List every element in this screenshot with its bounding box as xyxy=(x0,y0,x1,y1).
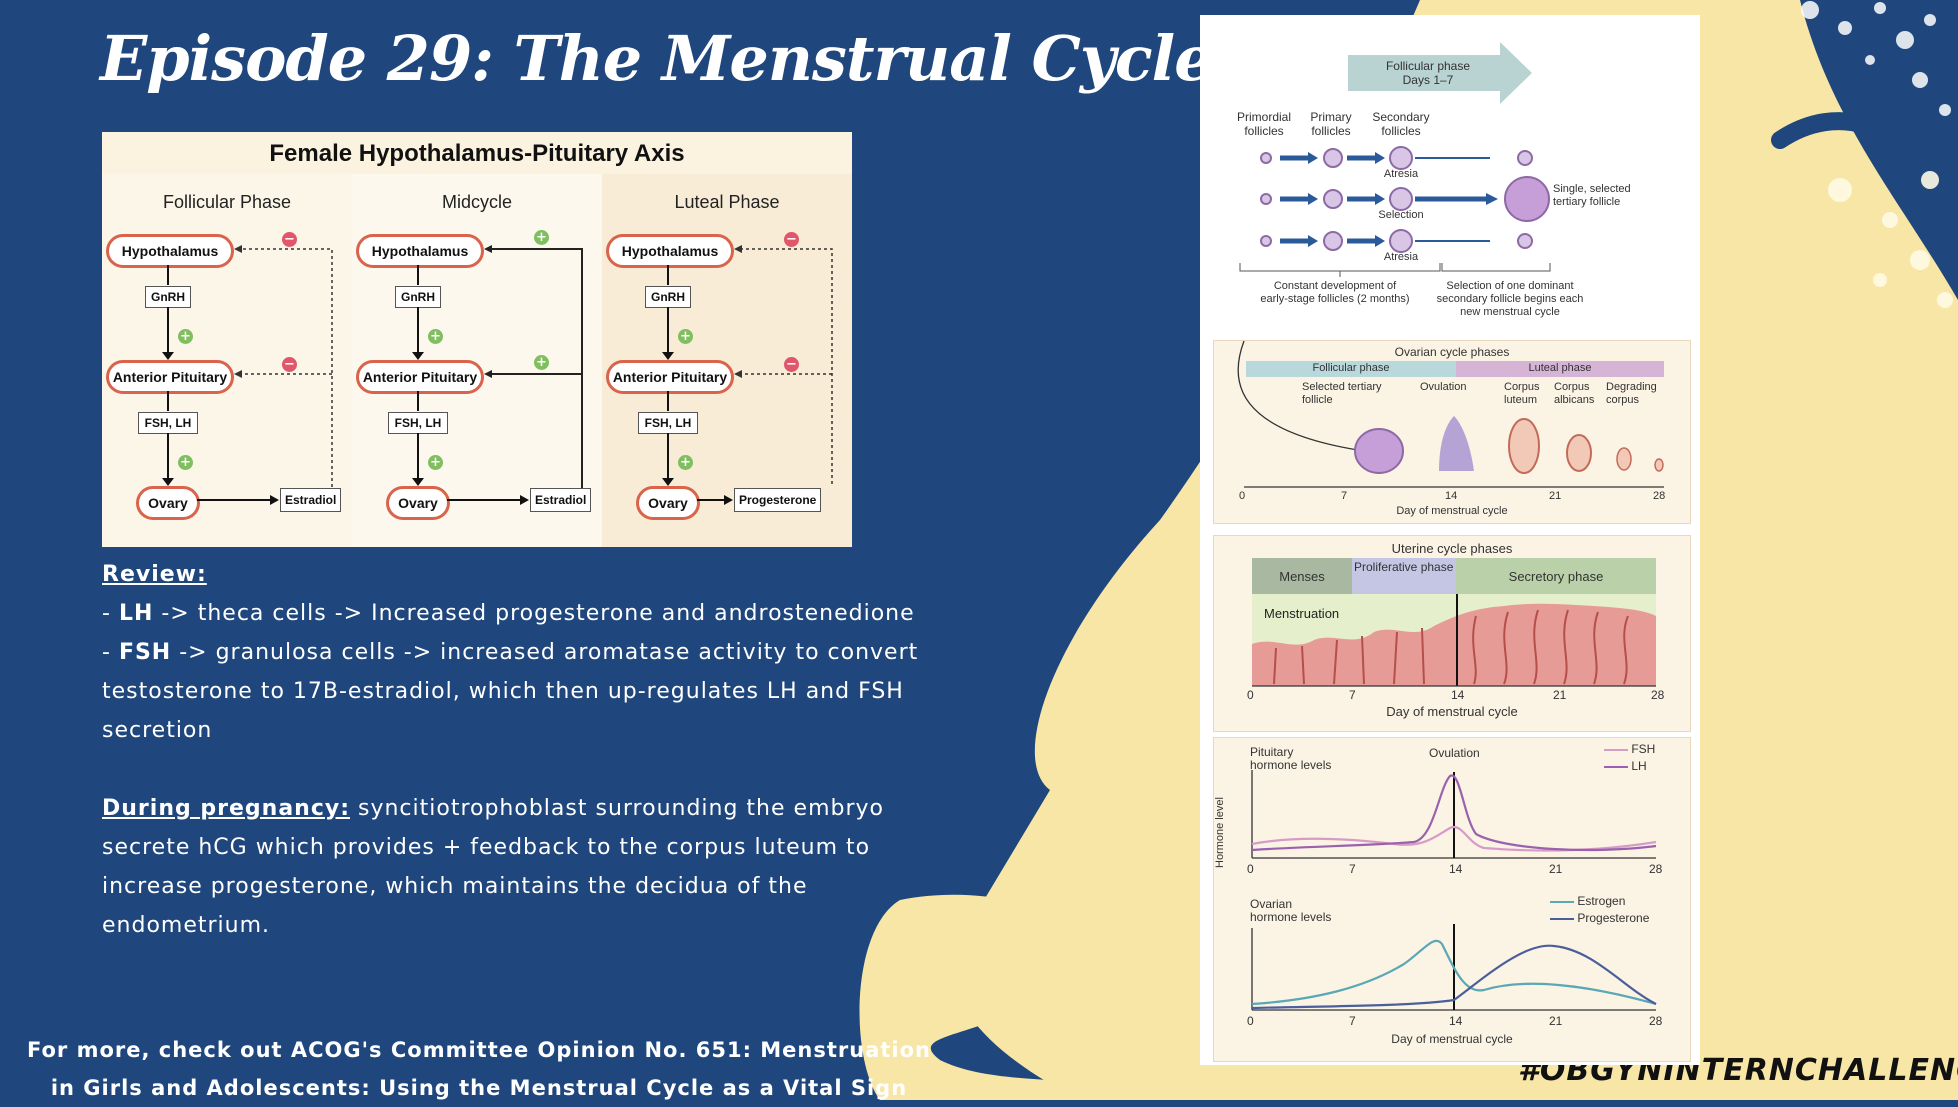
ovulation-label: Ovulation xyxy=(1429,746,1480,760)
fsh-term: FSH xyxy=(118,640,172,665)
uterine-axis-label: Day of menstrual cycle xyxy=(1386,704,1518,719)
hormone-axis-label: Day of menstrual cycle xyxy=(1391,1032,1513,1046)
negative-feedback-icon: − xyxy=(784,357,799,372)
phase-label: Midcycle xyxy=(441,192,512,212)
corpus-albicans-label: Corpus albicans xyxy=(1554,381,1595,406)
lh-review-line: - LH -> theca cells -> Increased progest… xyxy=(102,601,915,626)
hormone-levels-panel: Pituitary hormone levels Ovulation FSH L… xyxy=(1213,737,1691,1062)
secretory-band: Secretory phase xyxy=(1508,569,1604,584)
hypothalamus-node: Hypothalamus xyxy=(106,234,234,268)
feedback-arrows xyxy=(734,245,833,484)
positive-feedback-icon: + xyxy=(428,329,443,344)
hpa-title: Female Hypothalamus-Pituitary Axis xyxy=(269,140,685,167)
atresia-label: Atresia xyxy=(1383,251,1419,263)
hpa-diagram: Female Hypothalamus-Pituitary Axis Folli… xyxy=(102,132,852,547)
feedback-arrows xyxy=(484,245,583,499)
endometrium-illustration xyxy=(1252,594,1656,687)
uterine-cycle-panel: Uterine cycle phases Menses Proliferativ… xyxy=(1213,535,1691,732)
ovary-node: Ovary xyxy=(386,486,450,520)
ovarian-follicle-illustration xyxy=(1237,341,1664,488)
pregnancy-heading: During pregnancy: xyxy=(102,796,350,821)
positive-feedback-icon: + xyxy=(678,329,693,344)
estradiol-output: Estradiol xyxy=(530,488,592,512)
selected-tertiary-label: Selected tertiary follicle xyxy=(1302,381,1382,406)
gnrh-label: GnRH xyxy=(145,286,191,308)
estradiol-output: Estradiol xyxy=(280,488,342,512)
phase-label: Luteal Phase xyxy=(674,192,780,212)
gnrh-label: GnRH xyxy=(645,286,691,308)
menstruation-label: Menstruation xyxy=(1264,606,1340,621)
uterine-cycle-title: Uterine cycle phases xyxy=(1391,541,1513,556)
positive-feedback-icon: + xyxy=(678,455,693,470)
positive-feedback-icon: + xyxy=(178,329,193,344)
positive-feedback-icon: + xyxy=(534,355,549,370)
feedback-arrows xyxy=(234,245,333,499)
degrading-corpus-label: Degrading corpus xyxy=(1606,381,1657,406)
selection-note: Selection of one dominant secondary foll… xyxy=(1436,280,1584,318)
primordial-follicles-label: Primordial follicles xyxy=(1236,110,1291,138)
follicular-phase-band: Follicular phase xyxy=(1312,362,1390,374)
selected-follicle-label: Single, selected tertiary follicle xyxy=(1553,183,1631,208)
fsh-lh-label: FSH, LH xyxy=(638,412,698,434)
secondary-follicles-label: Secondary follicles xyxy=(1372,110,1430,138)
estrogen-legend: Estrogen xyxy=(1550,894,1625,908)
ovulation-label: Ovulation xyxy=(1420,381,1467,393)
anterior-pituitary-node: Anterior Pituitary xyxy=(106,360,234,394)
phase-column-luteal: Luteal Phase − − Hypothalamus GnRH + Ant… xyxy=(602,174,852,547)
ovary-node: Ovary xyxy=(136,486,200,520)
page-title: Episode 29: The Menstrual Cycle xyxy=(100,22,1214,95)
corpus-luteum-label: Corpus luteum xyxy=(1504,381,1540,406)
ovarian-axis-label: Day of menstrual cycle xyxy=(1396,505,1508,517)
gnrh-label: GnRH xyxy=(395,286,441,308)
hypothalamus-node: Hypothalamus xyxy=(606,234,734,268)
phase-label: Follicular Phase xyxy=(162,192,292,212)
fsh-legend: FSH xyxy=(1604,742,1655,756)
hypothalamus-node: Hypothalamus xyxy=(356,234,484,268)
review-heading: Review: xyxy=(102,562,207,587)
anterior-pituitary-node: Anterior Pituitary xyxy=(356,360,484,394)
fsh-review-line: - FSH -> granulosa cells -> increased ar… xyxy=(102,640,919,743)
lh-legend: LH xyxy=(1604,759,1647,773)
follicle-development-diagram xyxy=(1239,42,1551,277)
positive-feedback-icon: + xyxy=(178,455,193,470)
negative-feedback-icon: − xyxy=(784,232,799,247)
positive-feedback-icon: + xyxy=(428,455,443,470)
hormone-curves xyxy=(1251,770,1657,1011)
menses-band: Menses xyxy=(1279,569,1325,584)
ovarian-cycle-title: Ovarian cycle phases xyxy=(1394,345,1510,359)
negative-feedback-icon: − xyxy=(282,357,297,372)
progesterone-output: Progesterone xyxy=(734,488,822,512)
atresia-label: Atresia xyxy=(1383,168,1419,180)
negative-feedback-icon: − xyxy=(282,232,297,247)
proliferative-band: Proliferative phase xyxy=(1354,560,1454,574)
fsh-lh-label: FSH, LH xyxy=(388,412,448,434)
pregnancy-paragraph: During pregnancy: syncitiotrophoblast su… xyxy=(102,796,884,938)
ovary-node: Ovary xyxy=(636,486,700,520)
phase-column-follicular: Follicular Phase − − Hypothalamus GnRH +… xyxy=(102,174,352,547)
fsh-lh-label: FSH, LH xyxy=(138,412,198,434)
progesterone-legend: Progesterone xyxy=(1550,911,1649,925)
phase-column-midcycle: Midcycle + + Hypothalamus GnRH + Anterio… xyxy=(352,174,602,547)
ovarian-cycle-panel: Ovarian cycle phases Follicular phase Lu… xyxy=(1213,340,1691,524)
footer-reference: For more, check out ACOG's Committee Opi… xyxy=(26,1038,932,1100)
anterior-pituitary-node: Anterior Pituitary xyxy=(606,360,734,394)
ovarian-hormone-label: Ovarian hormone levels xyxy=(1250,897,1332,924)
primary-follicles-label: Primary follicles xyxy=(1310,110,1352,138)
lh-term: LH xyxy=(118,601,154,626)
selection-label: Selection xyxy=(1378,209,1424,221)
review-section: Review: - LH -> theca cells -> Increased… xyxy=(102,555,942,945)
development-note: Constant development of early-stage foll… xyxy=(1260,280,1410,305)
luteal-phase-band: Luteal phase xyxy=(1528,362,1592,374)
positive-feedback-icon: + xyxy=(534,230,549,245)
pituitary-hormone-label: Pituitary hormone levels xyxy=(1250,745,1332,772)
